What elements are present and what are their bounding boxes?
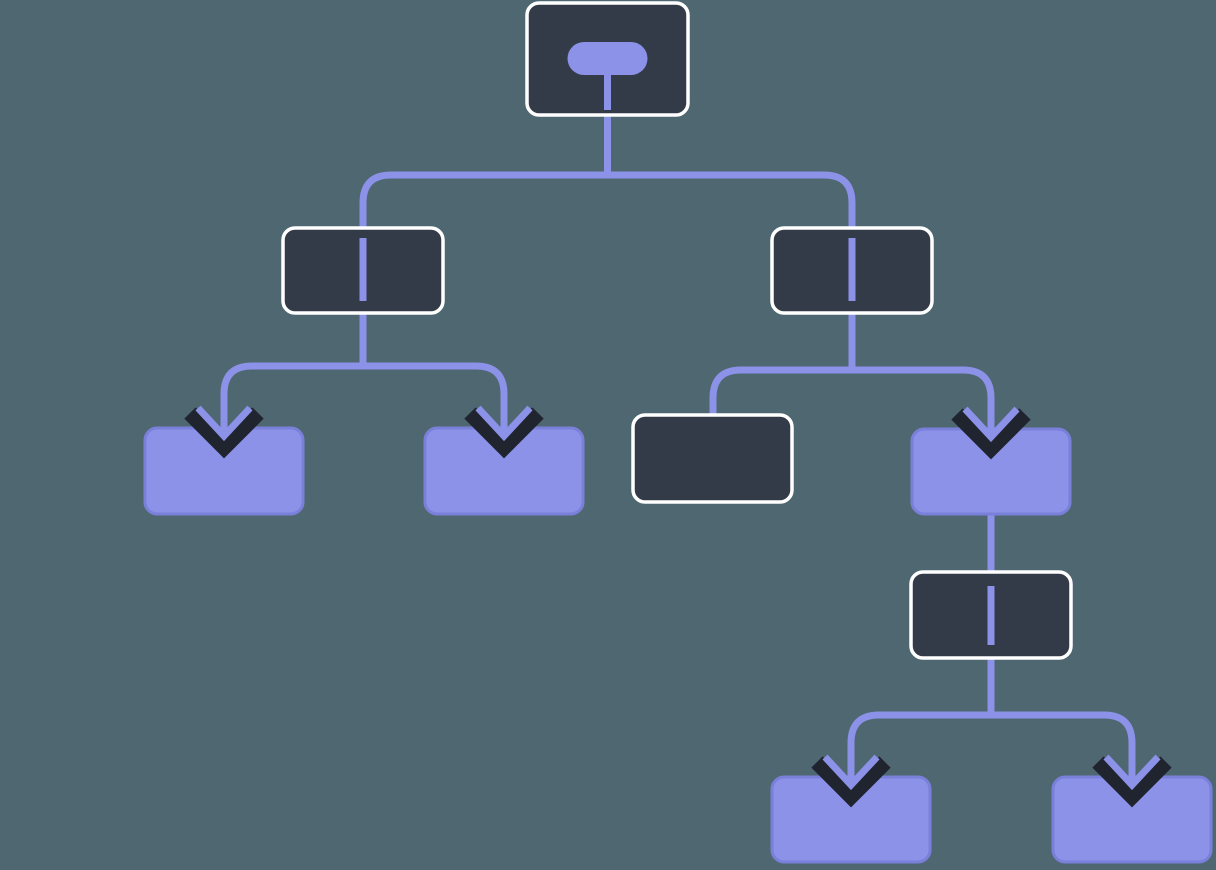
edge-fork-bottom bbox=[847, 711, 1136, 759]
edge-fork-top bbox=[359, 171, 856, 231]
arrow-leaf-purple-3-chevron-icon bbox=[811, 756, 891, 808]
arrow-mid-purple-head bbox=[962, 406, 1020, 443]
edge-fork-right bbox=[709, 366, 995, 420]
arrow-mid-purple-chevron-icon bbox=[951, 408, 1031, 460]
arrow-leaf-purple-4-chevron-icon bbox=[1092, 756, 1172, 808]
arrow-leaf-purple-4-head bbox=[1103, 754, 1161, 791]
node-root-pill bbox=[567, 42, 648, 75]
arrow-leaf-purple-3-head bbox=[822, 754, 880, 791]
node-leaf-dark[interactable] bbox=[631, 413, 794, 504]
edge-fork-left bbox=[220, 362, 508, 410]
arrow-leaf-purple-1-chevron-icon bbox=[184, 407, 264, 459]
arrow-leaf-purple-1-head bbox=[195, 405, 253, 442]
arrow-leaf-purple-2-chevron-icon bbox=[464, 407, 544, 459]
arrow-leaf-purple-2-head bbox=[475, 405, 533, 442]
